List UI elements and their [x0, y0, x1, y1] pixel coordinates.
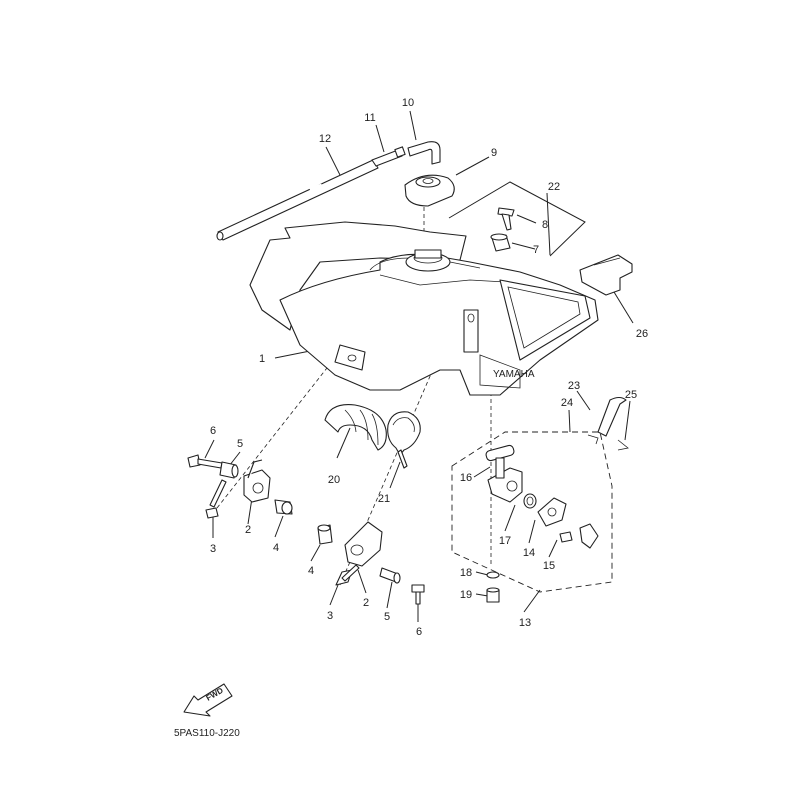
protector-26: [579, 254, 633, 296]
callout-22-bracket: [448, 181, 586, 257]
fuel-cock-13: [485, 444, 599, 603]
callout-15: 15: [543, 560, 555, 572]
callout-7: 7: [533, 244, 539, 256]
callout-8: 8: [542, 219, 548, 231]
fuel-cap-9: [404, 174, 455, 207]
callout-4-left: 4: [273, 542, 279, 554]
bolt-8: [497, 207, 515, 231]
diagram-code: 5PAS110-J220: [174, 728, 240, 739]
callout-6-left: 6: [210, 425, 216, 437]
leader-lines: [204, 110, 634, 622]
callout-12: 12: [319, 133, 331, 145]
callout-3-left: 3: [210, 543, 216, 555]
callout-6-lower: 6: [416, 626, 422, 638]
fuel-cock-assembly-outline: [451, 431, 613, 593]
callout-11: 11: [364, 112, 375, 124]
clip-24: [587, 434, 599, 445]
callout-2-lower: 2: [363, 597, 369, 609]
callout-17: 17: [499, 535, 511, 547]
hose-10: [407, 141, 441, 165]
fuel-tank-1: YAMAHA: [249, 221, 599, 396]
callout-5-left: 5: [237, 438, 243, 450]
fitting-11: [371, 146, 406, 167]
callout-numbers: 1 2 2 3 3 4 4 5 5 6 6 7 8 9 10 11 12 13 …: [210, 97, 648, 638]
callout-14: 14: [523, 547, 535, 559]
mount-group-left: [187, 454, 293, 519]
band-21: [387, 411, 421, 469]
callout-23: 23: [568, 380, 580, 392]
callout-13: 13: [519, 617, 531, 629]
callout-2-left: 2: [245, 524, 251, 536]
callout-26: 26: [636, 328, 648, 340]
callout-1: 1: [259, 353, 265, 365]
callout-24: 24: [561, 397, 573, 409]
callout-18: 18: [460, 567, 472, 579]
callout-4-lower: 4: [308, 565, 314, 577]
damper-7: [490, 233, 511, 252]
callout-20: 20: [328, 474, 340, 486]
svg-text:YAMAHA: YAMAHA: [493, 369, 535, 380]
callout-22: 22: [548, 181, 560, 193]
fwd-arrow-icon: FWD: [183, 683, 233, 717]
callout-5-lower: 5: [384, 611, 390, 623]
callout-21: 21: [378, 493, 390, 505]
damper-20: [324, 404, 387, 451]
callout-19: 19: [460, 589, 472, 601]
callout-16: 16: [460, 472, 472, 484]
breather-hose-12: [216, 159, 379, 241]
callout-25: 25: [625, 389, 637, 401]
clip-25: [617, 439, 629, 451]
mount-group-lower: [317, 521, 425, 605]
callout-9: 9: [491, 147, 497, 159]
callout-3-lower: 3: [327, 610, 333, 622]
fuel-hose-23: [597, 396, 627, 437]
callout-10: 10: [402, 97, 414, 109]
